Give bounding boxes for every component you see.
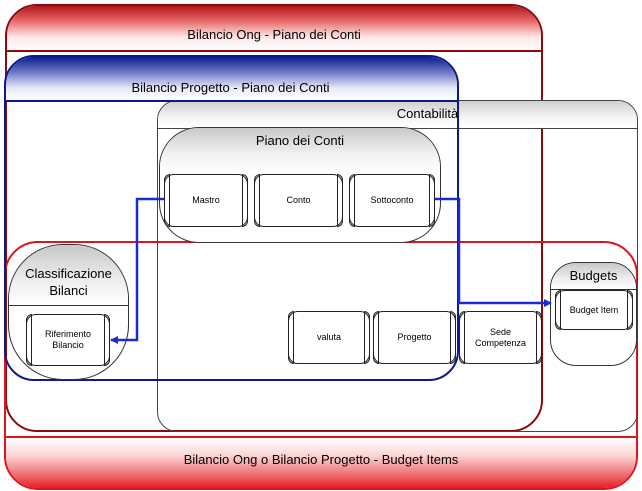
bilancio-progetto-header: Bilancio Progetto - Piano dei Conti xyxy=(6,57,457,102)
bilancio-ong-container: Bilancio Ong - Piano dei Conti xyxy=(5,4,543,432)
budget-items-footer: Bilancio Ong o Bilancio Progetto - Budge… xyxy=(6,436,636,488)
entity-mastro-label: Mastro xyxy=(192,195,220,205)
bilancio-progetto-title: Bilancio Progetto - Piano dei Conti xyxy=(131,80,330,95)
budget-items-title: Bilancio Ong o Bilancio Progetto - Budge… xyxy=(183,452,459,467)
entity-riferimento-bilancio[interactable]: Riferimento Bilancio xyxy=(26,314,110,366)
arrow-mastro-to-riferimento-bilancio xyxy=(110,197,164,344)
entity-progetto-label: Progetto xyxy=(397,332,432,342)
bilancio-ong-title: Bilancio Ong - Piano dei Conti xyxy=(187,27,361,42)
entity-valuta[interactable]: valuta xyxy=(288,311,370,364)
entity-conto-label: Conto xyxy=(286,195,311,205)
contabilita-header: Contabilità xyxy=(158,101,637,129)
entity-sede-competenza[interactable]: Sede Competenza xyxy=(459,311,542,364)
entity-budget-item[interactable]: Budget Item xyxy=(555,290,633,330)
entity-mastro[interactable]: Mastro xyxy=(164,174,248,227)
budgets-title: Budgets xyxy=(569,268,618,283)
entity-conto[interactable]: Conto xyxy=(254,174,343,227)
entity-budget-item-label: Budget Item xyxy=(569,304,619,315)
entity-valuta-label: valuta xyxy=(316,332,342,342)
classificazione-bilanci-title: Classificazione Bilanci xyxy=(25,266,112,298)
bilancio-progetto-container: Bilancio Progetto - Piano dei Conti xyxy=(4,55,459,381)
piano-dei-conti-header: Piano dei Conti xyxy=(160,128,440,173)
entity-sottoconto[interactable]: Sottoconto xyxy=(349,174,435,227)
budgets-header: Budgets xyxy=(551,263,636,290)
entity-riferimento-bilancio-label: Riferimento Bilancio xyxy=(44,329,91,350)
bilancio-ong-header: Bilancio Ong - Piano dei Conti xyxy=(7,6,541,52)
piano-dei-conti-title: Piano dei Conti xyxy=(255,133,345,148)
entity-progetto[interactable]: Progetto xyxy=(373,311,456,364)
budget-items-container: Bilancio Ong o Bilancio Progetto - Budge… xyxy=(4,241,638,490)
entity-sede-competenza-label: Sede Competenza xyxy=(474,326,527,348)
classificazione-bilanci-header: Classificazione Bilanci xyxy=(9,245,128,306)
entity-sottoconto-label: Sottoconto xyxy=(370,195,414,205)
contabilita-title: Contabilità xyxy=(396,106,459,121)
arrow-sottoconto-to-budget-item xyxy=(435,197,552,307)
